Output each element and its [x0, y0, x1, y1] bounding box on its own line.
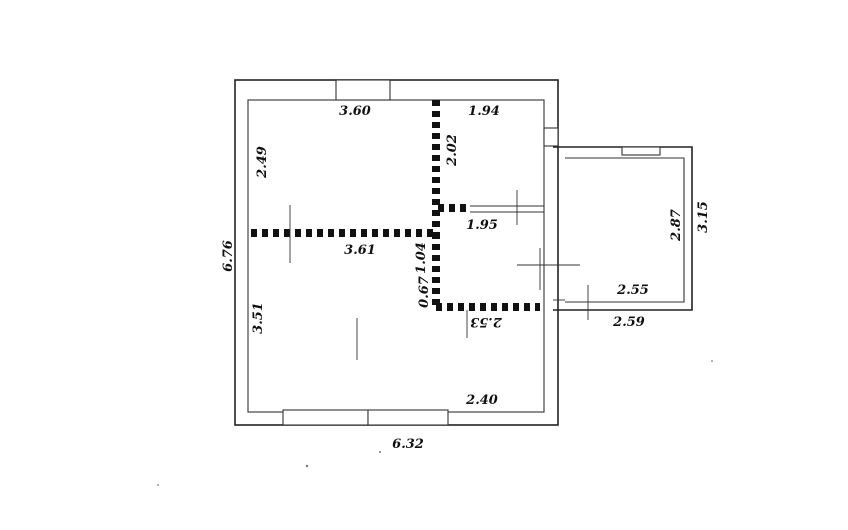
annex-window-top: [621, 146, 661, 156]
dim-room2-top: 1.94: [468, 104, 500, 119]
dim-small-v: 1.04: [414, 242, 429, 274]
outer-wall: [234, 79, 559, 426]
dim-annex-outer-side: 3.15: [696, 201, 711, 233]
annex-inner-wall: [565, 157, 685, 303]
dim-overall-width: 6.32: [392, 437, 424, 452]
window-bottom-left: [282, 409, 369, 426]
dim-annex-inner-side: 2.87: [669, 209, 684, 242]
dim-partition-lower: 1.95: [466, 218, 498, 233]
dim-hall-inverted: 2.53: [470, 314, 503, 329]
dim-big-room-side: 3.51: [251, 302, 266, 334]
dim-big-room-bottom: 2.40: [465, 393, 498, 408]
dim-room1-top: 3.60: [339, 104, 371, 119]
scan-speck: [379, 451, 381, 453]
window-top: [335, 79, 391, 101]
window-right-small: [543, 127, 559, 147]
scan-speck: [157, 484, 159, 486]
dim-corridor-len: 3.61: [344, 243, 376, 258]
inner-wall: [247, 99, 545, 413]
dim-small-v2: 0.67: [417, 276, 432, 308]
scan-speck: [305, 464, 309, 468]
dim-room1-side: 2.49: [255, 146, 270, 179]
dim-room2-side: 2.02: [445, 134, 460, 167]
window-bottom-right: [367, 409, 449, 426]
dim-annex-inner-width: 2.55: [616, 283, 649, 298]
dim-overall-height: 6.76: [221, 240, 236, 272]
dim-annex-outer-width: 2.59: [612, 315, 645, 330]
scan-speck: [711, 360, 713, 362]
